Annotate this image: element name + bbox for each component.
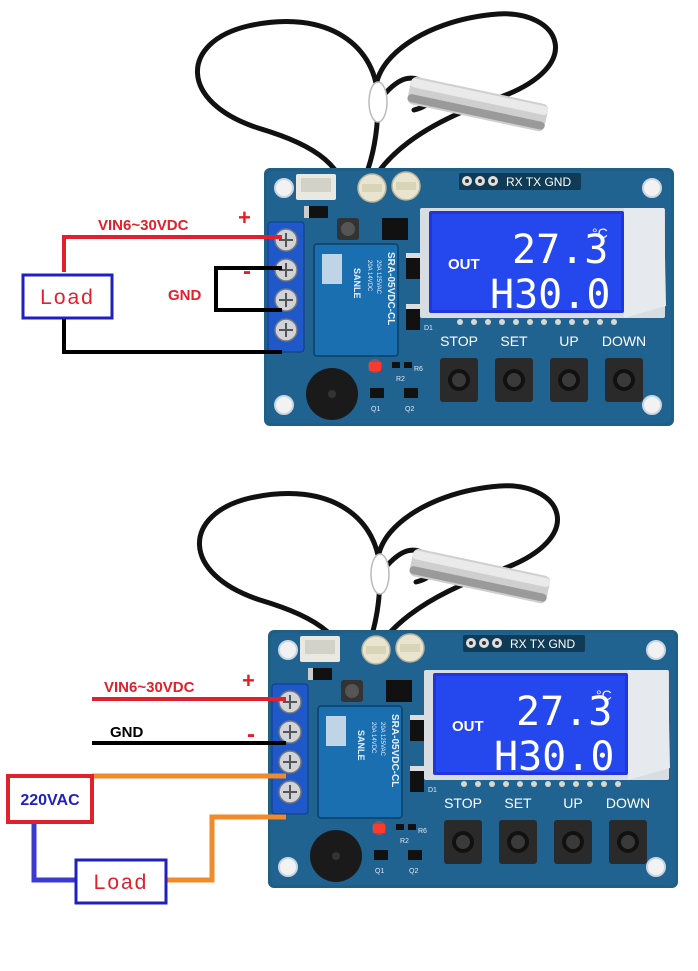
gnd-label-2: GND xyxy=(110,724,144,741)
wire-load-switch-2 xyxy=(166,814,286,883)
wire-load-return-1 xyxy=(62,318,282,354)
wire-gnd-1 xyxy=(214,266,282,312)
diagram-ac-load: 220VAC Load VIN6~30VDC + GND - xyxy=(6,486,678,905)
thermostat-board-2 xyxy=(268,630,678,888)
wire-neutral-2 xyxy=(31,822,76,883)
gnd-label-1: GND xyxy=(168,287,202,304)
source-label: 220VAC xyxy=(20,792,80,809)
load-box-1 xyxy=(21,273,114,320)
wire-vin-1 xyxy=(62,235,282,272)
vin-label-2: VIN6~30VDC xyxy=(104,679,195,696)
diagram-dc-load: Load VIN6~30VDC + - GND xyxy=(21,14,674,426)
vin-label-1: VIN6~30VDC xyxy=(98,217,189,234)
minus-sign-2: - xyxy=(247,721,255,748)
plus-sign-1: + xyxy=(238,205,251,230)
load-box-2 xyxy=(74,858,168,905)
load-label-2: Load xyxy=(94,871,149,894)
thermostat-board-1 xyxy=(264,168,674,426)
plus-sign-2: + xyxy=(242,668,255,693)
source-box xyxy=(6,774,94,824)
load-label-1: Load xyxy=(40,286,95,309)
minus-sign-1: - xyxy=(243,258,251,285)
